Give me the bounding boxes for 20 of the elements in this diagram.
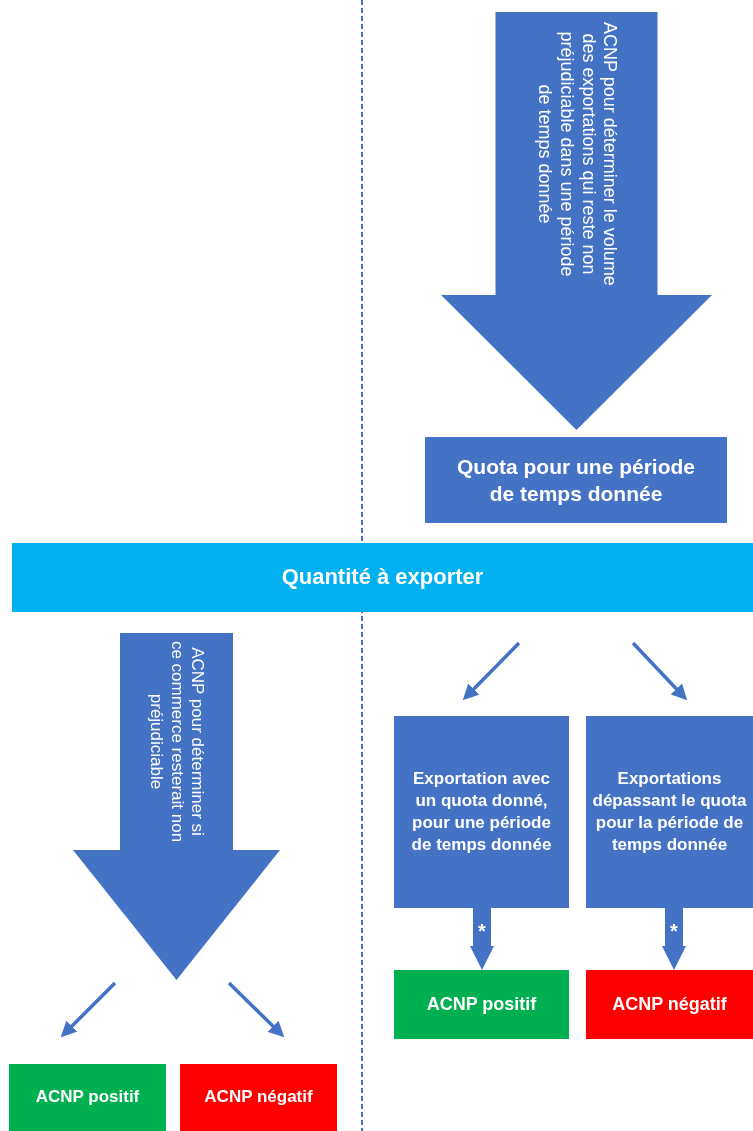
block-arrow bbox=[662, 908, 686, 970]
process-box: ACNP positif bbox=[9, 1064, 166, 1131]
block-arrow bbox=[470, 908, 494, 970]
arrow bbox=[631, 641, 688, 701]
process-box: Exportations dépassant le quota pour la période de temps donnée bbox=[586, 716, 753, 908]
edge-label: * bbox=[478, 919, 486, 943]
arrow-text: ACNP pour déterminer si ce commerce resterait non préjudiciable bbox=[146, 639, 209, 845]
process-box: ACNP négatif bbox=[180, 1064, 337, 1131]
block-arrow bbox=[73, 633, 280, 980]
arrow bbox=[227, 981, 285, 1038]
block-arrow bbox=[441, 12, 712, 430]
process-box: Quota pour une période de temps donnée bbox=[425, 437, 727, 523]
edge-label: * bbox=[670, 919, 678, 943]
process-box: ACNP positif bbox=[394, 970, 569, 1039]
process-box: ACNP négatif bbox=[586, 970, 753, 1039]
arrow bbox=[60, 981, 117, 1038]
process-box: Exportation avec un quota donné, pour une période de temps donnée bbox=[394, 716, 569, 908]
banner: Quantité à exporter bbox=[12, 543, 753, 612]
arrow-text: ACNP pour déterminer le volume des exportations qui reste non préjudiciable dans une période de temps donnée bbox=[533, 20, 621, 288]
arrow bbox=[462, 641, 521, 701]
